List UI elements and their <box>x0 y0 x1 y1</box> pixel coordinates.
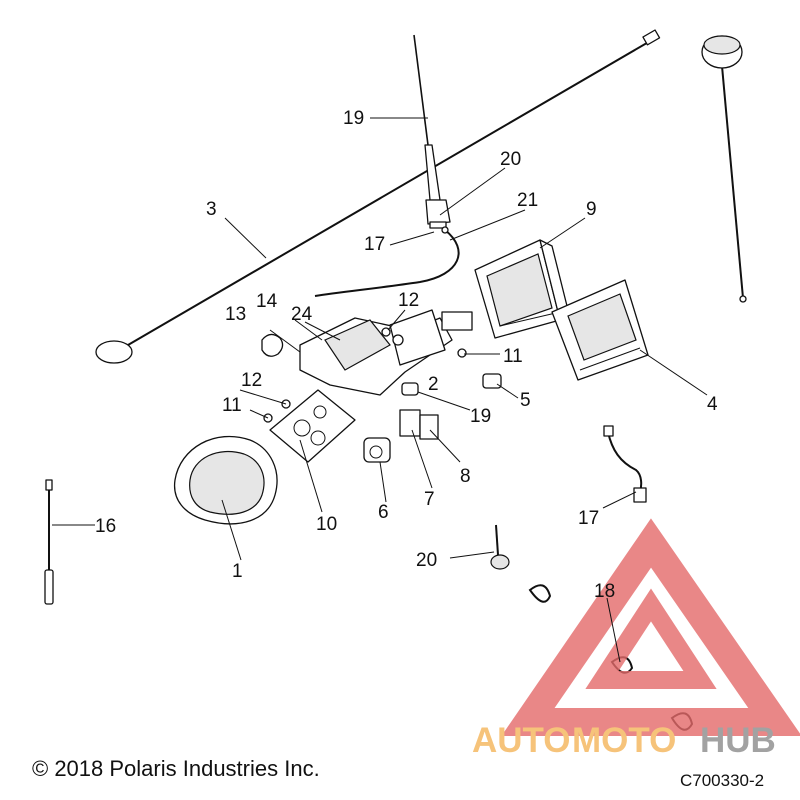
callout-11b: 11 <box>222 395 242 416</box>
part-6-key-switch <box>363 437 391 463</box>
part-7-8-switches <box>399 382 439 440</box>
callout-17: 17 <box>578 508 599 529</box>
callout-10: 10 <box>316 514 337 535</box>
part-21-whip-antenna <box>413 34 451 229</box>
watermark-text-hub: HUB <box>700 721 776 760</box>
part-9-display <box>474 239 573 339</box>
part-3-cable <box>95 29 661 364</box>
part-13-clip <box>261 333 284 357</box>
callout-1: 1 <box>232 561 243 582</box>
callout-22: 20 <box>500 149 521 170</box>
diagram-id: C700330-2 <box>680 771 764 790</box>
part-18-rod <box>44 479 54 605</box>
callout-2: 2 <box>428 374 439 395</box>
callout-12a: 12 <box>398 290 419 311</box>
callout-18: 16 <box>95 516 116 537</box>
callout-19: 19 <box>470 406 491 427</box>
part-10-switch-plate <box>269 389 356 463</box>
watermark-logo: AUTO MOTO HUB <box>472 518 800 760</box>
watermark-triangle <box>501 518 800 736</box>
part-23-coax <box>314 226 460 297</box>
puck-antenna <box>701 35 747 303</box>
callout-16: 18 <box>594 581 615 602</box>
callout-21: 19 <box>343 108 364 129</box>
part-4-bezel <box>551 279 649 381</box>
callout-9: 9 <box>586 199 597 220</box>
callout-6: 6 <box>378 502 389 523</box>
watermark-text-moto: MOTO <box>572 721 676 760</box>
part-17-harness <box>603 425 647 503</box>
callout-13: 13 <box>225 304 246 325</box>
callout-24: 24 <box>291 304 313 325</box>
watermark-text-auto: AUTO <box>472 721 571 760</box>
part-20-probe <box>490 524 510 570</box>
leader-lines <box>52 117 708 663</box>
callout-15: 17 <box>364 234 385 255</box>
callout-labels: 19 20 21 17 3 9 4 5 19 8 7 6 10 1 11 12 … <box>95 108 718 602</box>
copyright-text: © 2018 Polaris Industries Inc. <box>32 756 320 781</box>
callout-14: 14 <box>256 291 278 312</box>
callout-12b: 12 <box>241 370 262 391</box>
part-5-connector <box>482 373 502 389</box>
callout-4: 4 <box>707 394 718 415</box>
callout-5: 5 <box>520 390 531 411</box>
part-1-instrument-cluster <box>173 435 278 525</box>
callout-7: 7 <box>424 489 435 510</box>
callout-20: 20 <box>416 550 437 571</box>
callout-8: 8 <box>460 466 471 487</box>
callout-3: 3 <box>206 199 217 220</box>
part-2-bracket <box>299 309 473 396</box>
callout-23: 21 <box>517 190 538 211</box>
callout-11a: 11 <box>503 346 523 367</box>
